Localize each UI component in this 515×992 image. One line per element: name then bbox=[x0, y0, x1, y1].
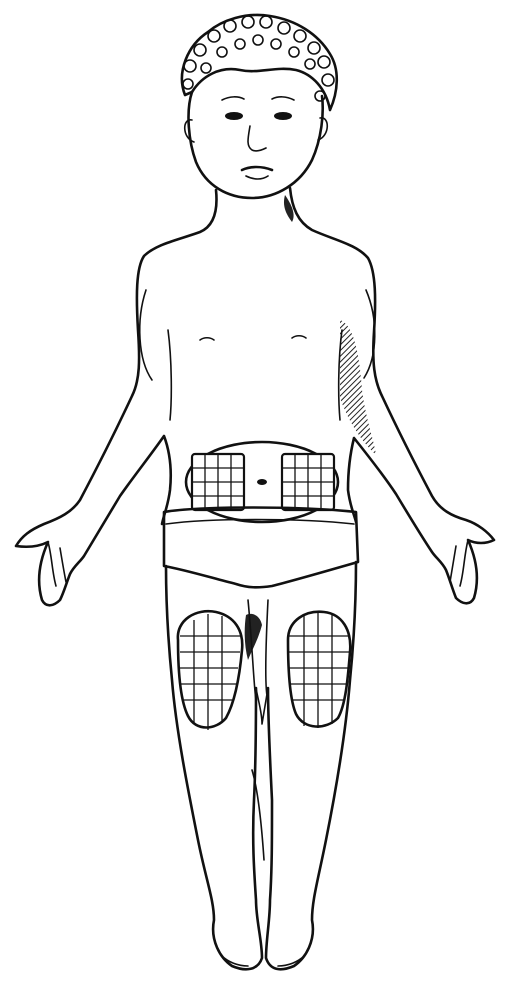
mouth bbox=[242, 167, 272, 170]
shaded-groin bbox=[245, 614, 262, 660]
left-eye bbox=[225, 112, 243, 120]
right-eyebrow bbox=[272, 97, 294, 100]
body-outline-left bbox=[16, 190, 216, 605]
nose bbox=[248, 126, 266, 151]
right-hand-fingers bbox=[450, 540, 468, 586]
face-outline bbox=[189, 92, 323, 198]
shaded-back-of-arm bbox=[340, 320, 376, 455]
thigh-left-grid bbox=[180, 614, 240, 730]
abdomen-left-grid bbox=[192, 454, 244, 510]
abdomen-right-grid bbox=[282, 454, 334, 510]
body-outline-right bbox=[290, 188, 494, 603]
right-nipple bbox=[292, 336, 306, 338]
left-nipple bbox=[200, 338, 214, 340]
left-inner-arm bbox=[140, 290, 152, 380]
right-eye bbox=[274, 112, 292, 120]
left-eyebrow bbox=[222, 97, 244, 100]
hair-curls bbox=[183, 16, 334, 101]
lower-lip bbox=[246, 176, 268, 179]
left-armpit bbox=[168, 330, 171, 420]
thigh-right-site-outline bbox=[288, 612, 350, 727]
thigh-left-site-outline bbox=[178, 611, 242, 727]
navel bbox=[257, 479, 267, 485]
left-hand-fingers bbox=[48, 542, 66, 586]
